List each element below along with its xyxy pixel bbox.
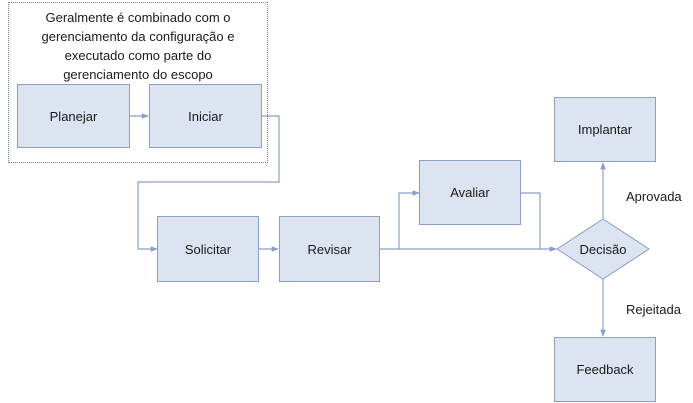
arrow-revisar-avaliar [398,190,420,249]
edge-label-aprovada: Aprovada [626,189,682,204]
node-feedback: Feedback [554,337,656,402]
node-revisar: Revisar [279,216,380,282]
node-planejar: Planejar [17,84,130,148]
node-iniciar: Iniciar [149,84,262,148]
decision-diamond [556,218,650,280]
arrow-iniciar-solicitar [137,115,280,252]
edge-label-rejeitada: Rejeitada [626,302,681,317]
arrow-avaliar-decisao [521,192,541,249]
scope-group-note: Geralmente é combinado com o gerenciamen… [41,10,235,82]
node-avaliar: Avaliar [419,160,521,225]
node-implantar: Implantar [554,97,656,162]
scope-group-frame [8,2,268,163]
node-decisao-label: Decisão [579,241,627,257]
node-solicitar: Solicitar [157,216,259,282]
